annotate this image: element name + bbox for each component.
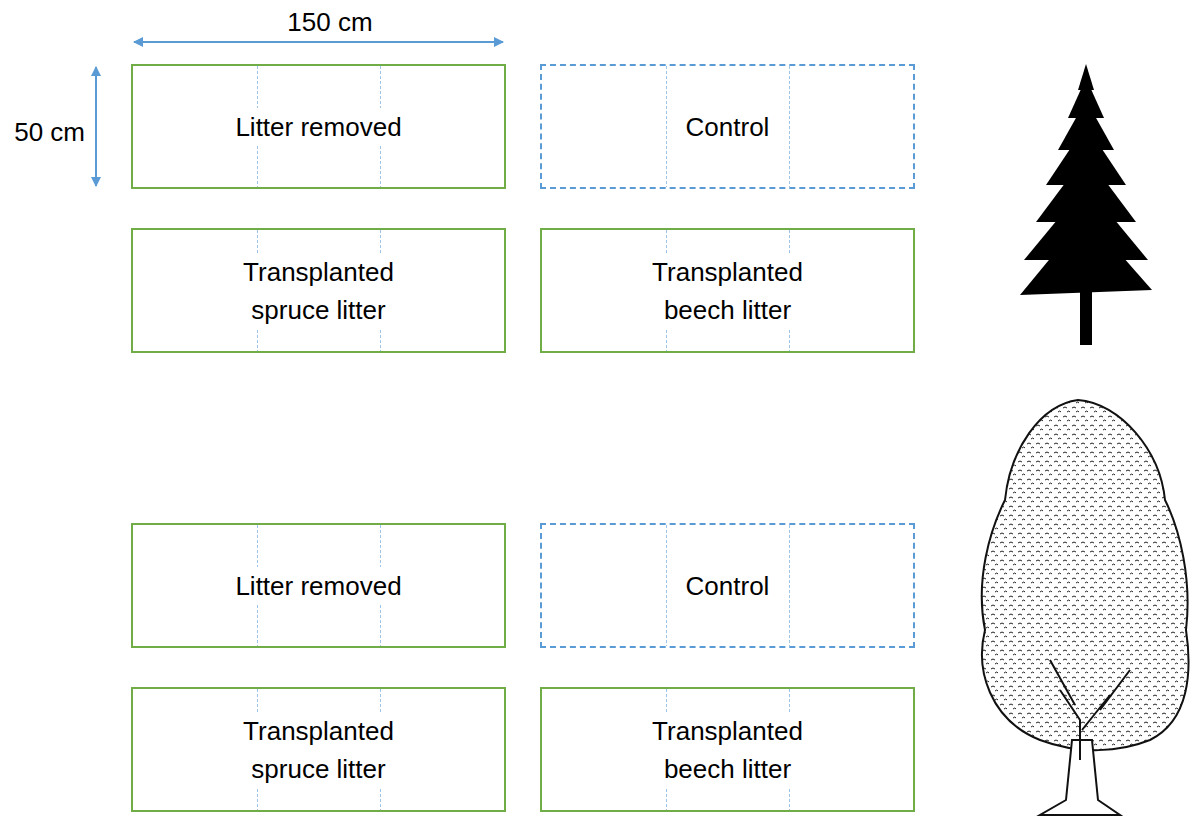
plot-label: Transplanted beech litter [625,253,831,329]
control-plot: Control [540,523,915,648]
dimension-arrow [95,67,97,186]
treatment-plot: Transplanted beech litter [540,228,915,353]
treatment-plot: Litter removed [131,64,506,189]
plot-label: Transplanted spruce litter [216,253,422,329]
plot-label: Litter removed [232,108,404,146]
treatment-plot: Transplanted beech litter [540,687,915,812]
plot-label: Control [683,108,773,146]
plot-label: Transplanted spruce litter [216,712,422,788]
plot-label: Transplanted beech litter [625,712,831,788]
treatment-plot: Transplanted spruce litter [131,687,506,812]
control-plot: Control [540,64,915,189]
treatment-plot: Transplanted spruce litter [131,228,506,353]
dimension-label: 150 cm [284,7,375,37]
dimension-arrow [134,41,503,43]
spruce-tree [1020,64,1152,345]
treatment-plot: Litter removed [131,523,506,648]
beech-tree [982,400,1189,815]
plot-label: Control [683,567,773,605]
plot-label: Litter removed [232,567,404,605]
dimension-label: 50 cm [11,117,88,147]
